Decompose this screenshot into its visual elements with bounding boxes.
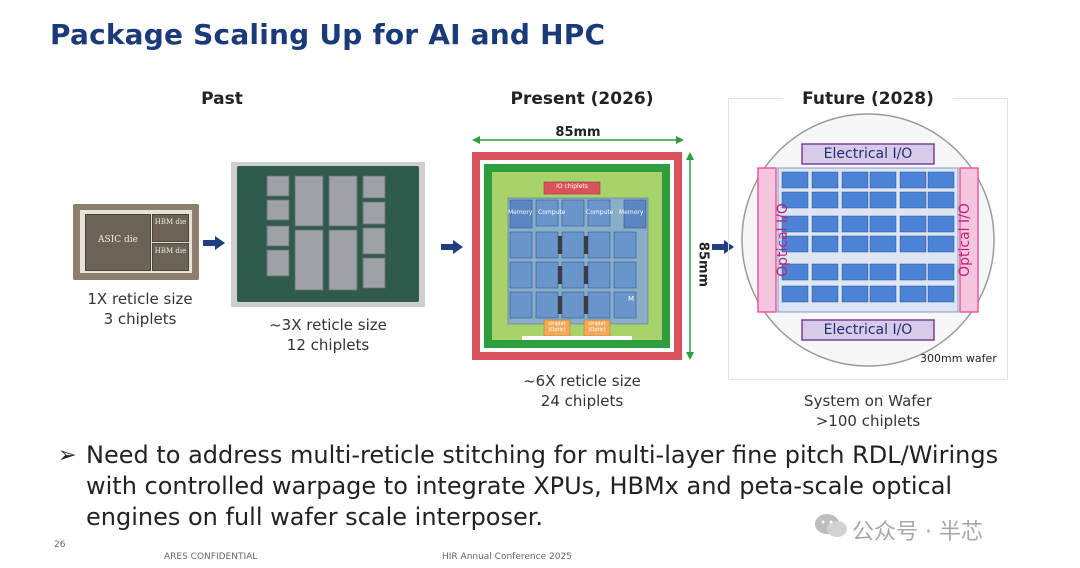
asic-caption-size: 1X reticle size <box>87 290 193 308</box>
optical-io-right-label: Optical I/O <box>957 203 973 277</box>
wechat-icon <box>815 514 847 537</box>
present-caption-chiplets: 24 chiplets <box>540 392 624 410</box>
arrow-right-icon <box>441 240 463 254</box>
wafer-size-label: 300mm wafer <box>920 352 997 365</box>
memory-label-left: Memory <box>508 209 533 216</box>
compute-label-right: Compute <box>586 209 614 216</box>
optic-chiplet-label-right: chiplet (Optic) <box>588 321 606 333</box>
width-dimension-line <box>472 136 684 144</box>
watermark-text: 公众号 · 半芯 <box>852 520 983 545</box>
present-heading: Present (2026) <box>510 89 654 109</box>
present-package-diagram: IO chiplets Memory Memory Compute Comput… <box>472 152 682 360</box>
bullet-arrow-icon: ➢ <box>58 443 77 468</box>
compute-label-left: Compute <box>538 209 566 216</box>
footer-conference: HIR Annual Conference 2025 <box>442 552 572 562</box>
page-number: 26 <box>54 540 66 550</box>
memory-label-right: Memory <box>619 209 644 216</box>
hbm-die-label-1: HBM die <box>154 218 187 226</box>
wafer-diagram <box>741 113 995 367</box>
future-caption-chiplets: >100 chiplets <box>815 412 921 430</box>
twelve-caption-size: ~3X reticle size <box>269 316 387 334</box>
electrical-io-bottom-label: Electrical I/O <box>823 322 913 338</box>
m-label: M <box>628 295 635 303</box>
height-label: 85mm <box>695 241 711 288</box>
slide-title: Package Scaling Up for AI and HPC <box>50 18 606 51</box>
past-heading: Past <box>201 89 243 109</box>
asic-package-image: ASIC die HBM die HBM die <box>73 204 199 280</box>
height-dimension-line <box>686 152 694 360</box>
asic-caption-chiplets: 3 chiplets <box>103 310 177 328</box>
arrow-right-icon <box>203 236 225 250</box>
footer-confidential: ARES CONFIDENTIAL <box>164 552 258 562</box>
io-chiplets-label: IO chiplets <box>556 183 588 190</box>
future-heading: Future (2028) <box>783 89 953 109</box>
hbm-die-label-2: HBM die <box>154 247 187 255</box>
bullet-text: Need to address multi-reticle stitching … <box>86 441 999 531</box>
twelve-caption-chiplets: 12 chiplets <box>286 336 370 354</box>
electrical-io-top-label: Electrical I/O <box>823 146 913 162</box>
twelve-chiplet-package-image <box>231 162 425 307</box>
future-caption-system: System on Wafer <box>804 392 932 410</box>
optic-chiplet-label-left: chiplet (Optic) <box>548 321 566 333</box>
present-caption-size: ~6X reticle size <box>523 372 641 390</box>
optical-io-left-label: Optical I/O <box>775 203 791 277</box>
asic-die-label: ASIC die <box>98 235 138 245</box>
width-label: 85mm <box>555 125 601 140</box>
